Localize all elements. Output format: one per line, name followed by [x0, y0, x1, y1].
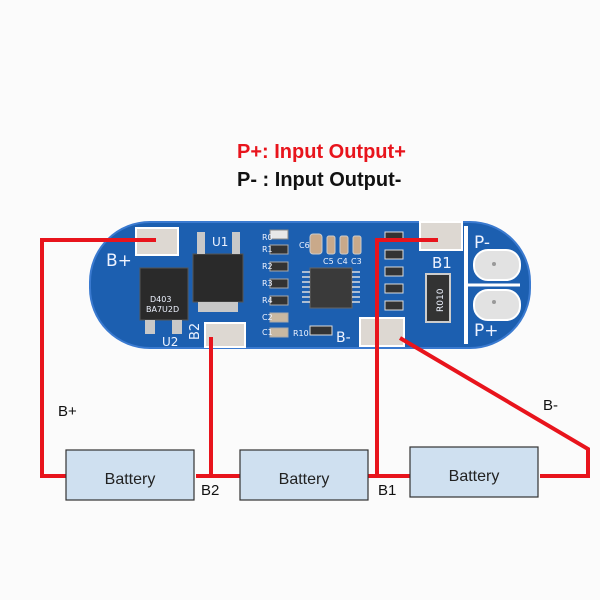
mosfet-u1-tab: [198, 302, 238, 312]
protection-ic: [302, 267, 360, 309]
resistor: [384, 300, 404, 311]
capacitor-c6: [309, 233, 323, 255]
battery-3-label: Battery: [449, 468, 500, 485]
mosfet-u1-leg: [197, 232, 205, 254]
battery-2-label: Battery: [279, 471, 330, 488]
pad-label-b-plus: B+: [106, 251, 132, 271]
silk-r2: R2: [262, 262, 273, 271]
ic-body: [309, 267, 353, 309]
mosfet-u1-leg: [232, 232, 240, 254]
pad-label-b-minus: B-: [336, 330, 351, 346]
battery-1: Battery: [65, 449, 195, 501]
capacitor-c1: [269, 327, 289, 338]
mosfet-u2-marking-2: BA7U2D: [146, 305, 179, 314]
shunt-resistor: R010: [425, 273, 451, 323]
mosfet-u1-body: [192, 253, 244, 303]
battery-2: Battery: [239, 449, 369, 501]
battery-3: Battery: [409, 446, 539, 498]
wire-b-minus: [398, 336, 590, 478]
silk-r0: R0: [262, 233, 273, 242]
silk-c1: C1: [262, 328, 273, 337]
wire-label-b-minus: B-: [543, 397, 558, 414]
silk-r3: R3: [262, 279, 273, 288]
mosfet-u2: D403 BA7U2D U2: [139, 267, 189, 349]
pad-b-minus: [359, 317, 405, 347]
silk-r4: R4: [262, 296, 273, 305]
silk-c5: C5: [323, 257, 334, 266]
resistor-r10: [309, 325, 333, 336]
pad-b2: [204, 322, 246, 348]
wire-label-b-plus: B+: [58, 403, 77, 420]
capacitor-row: C6 C5 C4 C3: [299, 233, 362, 266]
silk-c4: C4: [337, 257, 348, 266]
wire-label-b1: B1: [378, 482, 396, 499]
battery-1-body: [65, 449, 195, 501]
resistor: [384, 283, 404, 294]
shunt-body: [425, 273, 451, 323]
ic-pins: [302, 271, 360, 303]
mosfet-u2-marking: D403: [150, 295, 171, 304]
wire-b1: [375, 238, 438, 476]
wire-label-b2: B2: [201, 482, 219, 499]
resistor-r2: [269, 261, 289, 272]
capacitor-c3: [352, 235, 362, 255]
legend-p-plus: P+: Input Output+: [237, 141, 406, 163]
wires: [40, 238, 590, 478]
resistor-r1: [269, 244, 289, 255]
silk-r1: R1: [262, 245, 273, 254]
silk-u2: U2: [162, 335, 178, 349]
mosfet-u2-leg: [145, 320, 155, 334]
silk-r10: R10: [293, 329, 309, 338]
pad-p-plus: [473, 289, 521, 321]
resistor-r3: [269, 278, 289, 289]
silk-u1: U1: [212, 235, 228, 249]
battery-1-label: Battery: [105, 471, 156, 488]
silk-c2: C2: [262, 313, 273, 322]
battery-3-body: [409, 446, 539, 498]
resistor: [384, 249, 404, 260]
pcb-board: B+ B2 B- B1 P- P+ D403 BA7U2D U2: [89, 221, 531, 349]
silk-c3: C3: [351, 257, 362, 266]
capacitor-c2: [269, 312, 289, 323]
legend-p-minus: P- : Input Output-: [237, 169, 402, 191]
pad-label-b1: B1: [432, 254, 452, 272]
pad-p-minus: [473, 249, 521, 281]
battery-2-body: [239, 449, 369, 501]
resistor-array-left: R0 R1 R2 R3 R4 C2 C1: [262, 229, 289, 338]
pad-label-p-minus: P-: [474, 233, 490, 253]
silk-c6: C6: [299, 241, 310, 250]
mosfet-u1: U1: [192, 232, 244, 312]
capacitor-c5: [326, 235, 336, 255]
pad-label-b2: B2: [188, 323, 203, 340]
capacitor-c4: [339, 235, 349, 255]
silk-shunt: R010: [436, 288, 446, 312]
resistor-r0: [269, 229, 289, 240]
resistor: [384, 266, 404, 277]
wire-b-plus: [40, 238, 156, 478]
mosfet-u2-body: [139, 267, 189, 321]
resistor-r4: [269, 295, 289, 306]
mosfet-u2-leg: [172, 320, 182, 334]
pad-label-p-plus: P+: [474, 321, 499, 341]
pad-b1: [419, 221, 463, 251]
pad-p-minus-hole: [492, 262, 496, 266]
pad-p-plus-hole: [492, 300, 496, 304]
